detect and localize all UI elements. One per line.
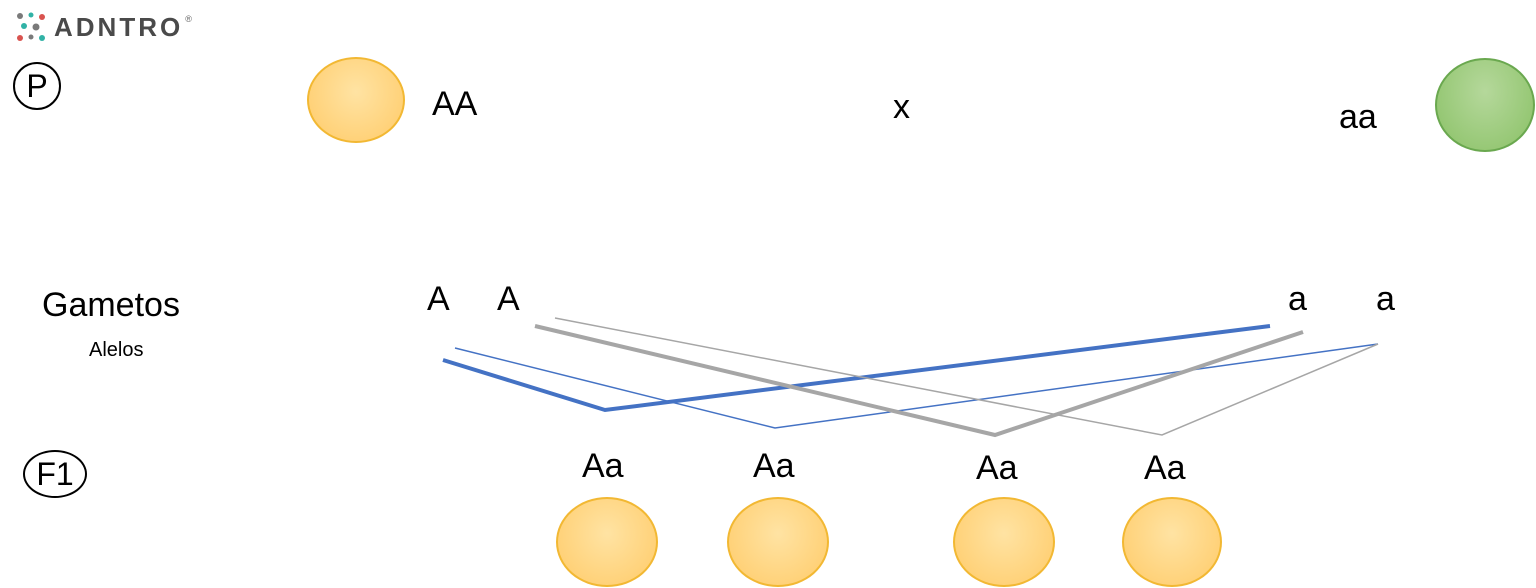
offspring-circle — [556, 497, 658, 587]
gamete-allele: a — [1288, 280, 1307, 318]
offspring-circle — [1122, 497, 1222, 587]
logo-trademark: ® — [185, 14, 192, 24]
gametes-title: Gametos — [42, 286, 180, 324]
offspring-circle — [727, 497, 829, 587]
dna-dots-icon — [17, 12, 45, 41]
brand-logo: ADNTRO ® — [14, 10, 196, 44]
parent-recessive-circle — [1435, 58, 1535, 152]
gametes-subtitle: Alelos — [89, 339, 144, 361]
gamete-allele: A — [427, 280, 450, 318]
offspring-genotype: Aa — [582, 447, 624, 485]
offspring-circle — [953, 497, 1055, 587]
offspring-genotype: Aa — [976, 449, 1018, 487]
gamete-allele: a — [1376, 280, 1395, 318]
parent-dominant-genotype: AA — [432, 85, 478, 123]
gamete-allele: A — [497, 280, 520, 318]
gamete-line-gray-thick — [534, 324, 1304, 438]
parent-dominant-circle — [307, 57, 405, 143]
gamete-line-gray-thin — [554, 317, 1379, 436]
parent-recessive-genotype: aa — [1339, 98, 1377, 136]
cross-symbol: x — [893, 88, 910, 126]
gamete-line-blue-thin — [454, 343, 1379, 429]
f1-generation-label: F1 — [23, 450, 87, 498]
offspring-genotype: Aa — [1144, 449, 1186, 487]
logo-text: ADNTRO — [54, 11, 184, 42]
p-generation-label: P — [13, 62, 61, 110]
gamete-line-blue-thick — [442, 324, 1271, 413]
offspring-genotype: Aa — [753, 447, 795, 485]
